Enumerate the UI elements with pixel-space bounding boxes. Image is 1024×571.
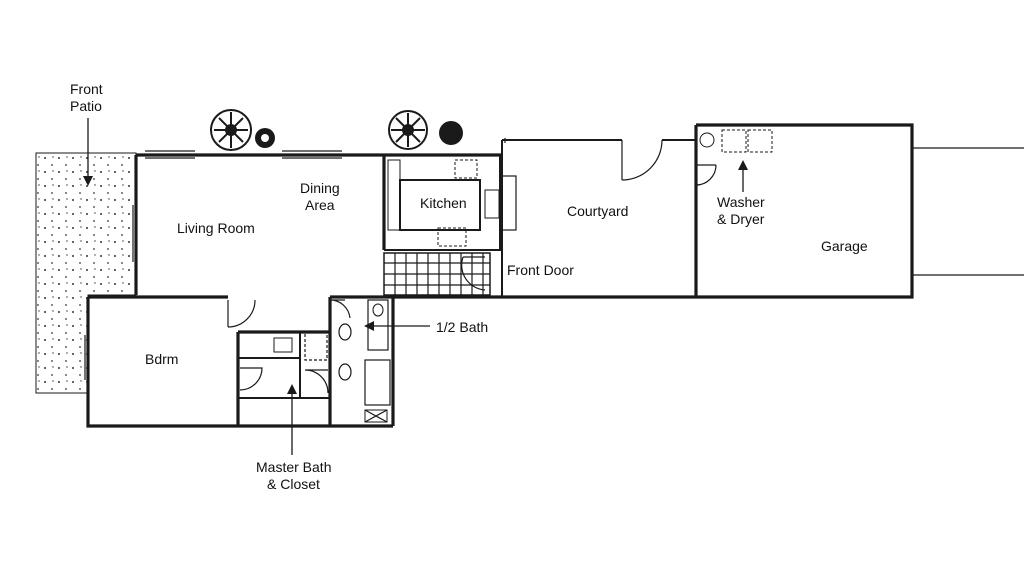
shrub-icon xyxy=(255,128,275,148)
label-bdrm: Bdrm xyxy=(145,351,178,367)
label-dining-line2: Area xyxy=(305,197,335,213)
label-front-patio-line1: Front xyxy=(70,81,103,97)
arrow-master-bath xyxy=(287,384,297,455)
arrow-half-bath xyxy=(364,321,430,331)
doors xyxy=(227,139,717,394)
windows xyxy=(84,138,506,380)
label-washer-line2: & Dryer xyxy=(717,211,765,227)
front-patio-area xyxy=(35,152,137,394)
tiled-entry xyxy=(383,252,491,296)
arrow-front-patio xyxy=(83,118,93,186)
label-washer-line1: Washer xyxy=(717,194,765,210)
label-courtyard: Courtyard xyxy=(567,203,628,219)
label-master-line2: & Closet xyxy=(267,476,320,492)
label-dining-line1: Dining xyxy=(300,180,340,196)
label-living-room: Living Room xyxy=(177,220,255,236)
label-half-bath: 1/2 Bath xyxy=(436,319,488,335)
label-front-door: Front Door xyxy=(507,262,574,278)
house-walls xyxy=(86,123,1024,428)
tree-icon xyxy=(388,110,428,150)
label-master-line1: Master Bath xyxy=(256,459,331,475)
shrub-icon xyxy=(439,121,463,145)
label-kitchen: Kitchen xyxy=(420,195,467,211)
tree-icon xyxy=(210,109,252,151)
label-garage: Garage xyxy=(821,238,868,254)
label-front-patio-line2: Patio xyxy=(70,98,102,114)
arrow-washer xyxy=(738,160,748,192)
fixtures xyxy=(273,129,773,423)
